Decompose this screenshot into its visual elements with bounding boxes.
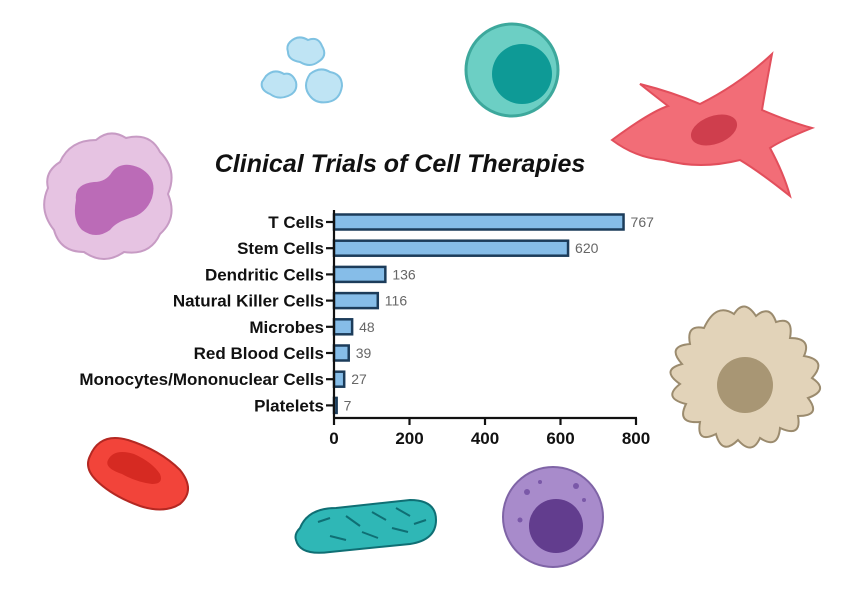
value-label: 116	[385, 293, 408, 309]
dendritic-cell-icon	[669, 305, 821, 449]
x-tick-label: 600	[546, 429, 574, 448]
category-label: Platelets	[254, 396, 324, 415]
platelets-icon	[260, 36, 344, 104]
red-blood-cell-icon	[87, 437, 189, 511]
bar-stem-cells	[332, 239, 570, 257]
category-label: Monocytes/Mononuclear Cells	[79, 370, 324, 389]
value-labels: 767 620 136 116 48 39 27 7	[344, 214, 654, 413]
value-label: 27	[351, 371, 367, 387]
x-tick-label: 0	[329, 429, 338, 448]
value-label: 39	[356, 345, 372, 361]
bar-microbes	[332, 318, 354, 336]
bar-natural-killer-cells	[332, 291, 380, 310]
category-label: T Cells	[268, 213, 324, 232]
bar-t-cells	[332, 213, 625, 231]
value-label: 136	[392, 266, 416, 282]
x-tick-label: 200	[395, 429, 423, 448]
category-label: Microbes	[249, 318, 324, 337]
x-tick-label: 800	[622, 429, 650, 448]
value-label: 7	[344, 397, 352, 413]
neutrophil-cell-icon	[43, 132, 173, 260]
category-label: Red Blood Cells	[194, 344, 324, 363]
bar-dendritic-cells	[332, 265, 387, 284]
bacterium-icon	[294, 498, 438, 554]
value-label: 767	[631, 214, 655, 230]
x-tick-label: 400	[471, 429, 499, 448]
monocyte-cell-icon	[502, 466, 604, 568]
category-label: Stem Cells	[237, 239, 324, 258]
chart-title: Clinical Trials of Cell Therapies	[215, 150, 586, 178]
bar-red-blood-cells	[332, 344, 350, 362]
value-label: 620	[575, 240, 599, 256]
category-label: Dendritic Cells	[205, 265, 324, 284]
category-label: Natural Killer Cells	[173, 292, 324, 311]
lymphocyte-cell-icon	[464, 22, 560, 118]
bar-monocytes-mononuclear-cells	[332, 370, 346, 388]
x-axis-ticks: 0 200 400 600 800	[329, 418, 650, 448]
value-label: 48	[359, 319, 375, 335]
fibroblast-cell-icon	[610, 51, 816, 199]
